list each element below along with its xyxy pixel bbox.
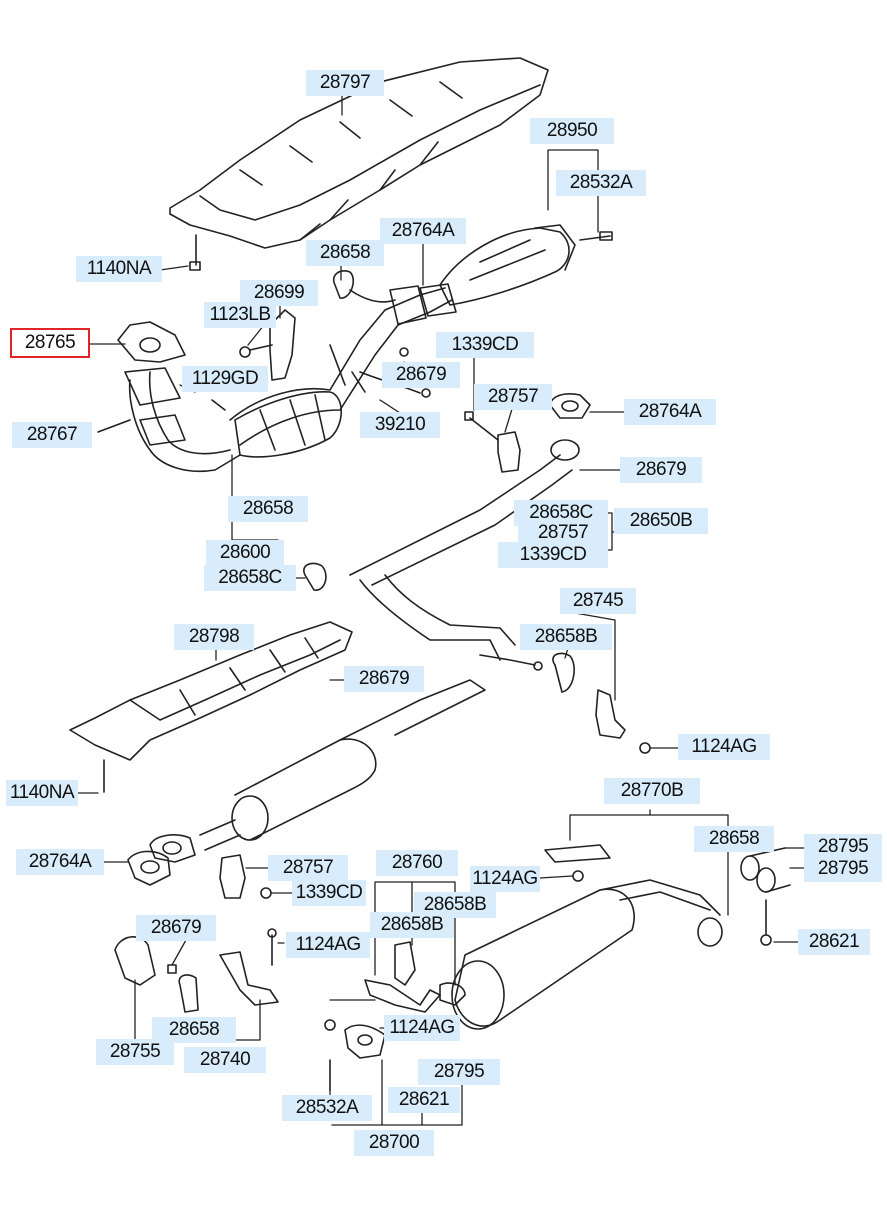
callout-28795-b[interactable]: 28795 <box>804 856 882 882</box>
callout-1339cd-right[interactable]: 1339CD <box>498 542 608 568</box>
heat-shield-upper <box>169 57 549 271</box>
leader-lines <box>77 95 806 1126</box>
callout-28679-mid[interactable]: 28679 <box>382 362 460 388</box>
manifold-downpipe <box>97 321 241 473</box>
callout-1129gd[interactable]: 1129GD <box>182 366 268 392</box>
callout-28600[interactable]: 28600 <box>206 540 284 566</box>
callout-28658b-bottom[interactable]: 28658B <box>414 892 496 918</box>
callout-28658b-mid[interactable]: 28658B <box>520 624 612 650</box>
center-muffler <box>149 679 486 863</box>
bracket-28757 <box>464 411 521 473</box>
callout-28740[interactable]: 28740 <box>184 1047 266 1073</box>
rear-muffler <box>451 844 723 1030</box>
callout-28950[interactable]: 28950 <box>530 118 614 144</box>
callout-28700[interactable]: 28700 <box>354 1130 434 1156</box>
callout-28679-right[interactable]: 28679 <box>620 457 702 483</box>
callout-28621-right[interactable]: 28621 <box>798 929 870 955</box>
bracket-28699 <box>211 309 296 411</box>
callout-28658-left[interactable]: 28658 <box>228 496 308 522</box>
callout-28757-bottom[interactable]: 28757 <box>268 855 348 881</box>
callout-28765[interactable]: 28765 <box>10 328 90 358</box>
callout-28650b[interactable]: 28650B <box>614 508 708 534</box>
hanger-top <box>332 270 409 357</box>
bracket-28757-bottom <box>219 854 272 899</box>
catalytic-converter <box>439 224 613 306</box>
gasket-28764a <box>549 393 591 419</box>
callout-28757-right[interactable]: 28757 <box>518 520 608 546</box>
callout-28699[interactable]: 28699 <box>240 280 318 306</box>
callout-28658b-bottom2[interactable]: 28658B <box>370 912 454 938</box>
callout-1123lb[interactable]: 1123LB <box>204 302 276 328</box>
bracket-28740 <box>219 928 279 1006</box>
callout-28621-bottom[interactable]: 28621 <box>388 1087 460 1113</box>
bracket-28755 <box>114 936 177 986</box>
callout-1124ag-right[interactable]: 1124AG <box>678 734 770 760</box>
callout-28797[interactable]: 28797 <box>306 70 384 96</box>
callout-28795-a[interactable]: 28795 <box>804 834 882 860</box>
callout-28770b[interactable]: 28770B <box>604 778 700 804</box>
callout-28679-bottom[interactable]: 28679 <box>136 915 216 941</box>
callout-1124ag-bottom[interactable]: 1124AG <box>384 1015 460 1041</box>
bracket-28760 <box>324 941 466 1091</box>
callout-28757-top[interactable]: 28757 <box>474 384 552 410</box>
callout-28532a-bottom[interactable]: 28532A <box>282 1095 372 1121</box>
center-pipe <box>349 439 580 671</box>
callout-28764a-bottom[interactable]: 28764A <box>16 849 104 875</box>
hanger-28658c <box>303 562 327 591</box>
callout-28798[interactable]: 28798 <box>174 624 254 650</box>
heat-shield-lower <box>69 621 353 793</box>
callout-28764a-right[interactable]: 28764A <box>624 399 716 425</box>
callout-28764a-top[interactable]: 28764A <box>380 218 466 244</box>
hanger-28745 <box>552 652 651 754</box>
callout-1124ag-tail[interactable]: 1124AG <box>470 866 540 892</box>
callout-39210[interactable]: 39210 <box>360 412 440 438</box>
callout-28755[interactable]: 28755 <box>96 1039 174 1065</box>
callout-28795-bottom[interactable]: 28795 <box>418 1059 500 1085</box>
callout-1124ag-mid[interactable]: 1124AG <box>286 932 370 958</box>
callout-28532a-top[interactable]: 28532A <box>556 170 646 196</box>
front-catalytic <box>234 391 342 458</box>
callout-1140na-top[interactable]: 1140NA <box>76 256 162 282</box>
callout-28658-tail[interactable]: 28658 <box>694 826 774 852</box>
callout-1339cd-bottom[interactable]: 1339CD <box>292 880 366 906</box>
gasket-28764a-bottom <box>127 850 171 886</box>
callout-28658c-left[interactable]: 28658C <box>204 565 296 591</box>
tail-pipes <box>740 847 791 946</box>
callout-28679-heat[interactable]: 28679 <box>344 666 424 692</box>
callout-28760[interactable]: 28760 <box>376 850 458 876</box>
callout-28658-top[interactable]: 28658 <box>306 240 384 266</box>
callout-28745[interactable]: 28745 <box>560 588 636 614</box>
callout-28658-bottom[interactable]: 28658 <box>152 1017 236 1043</box>
callout-28767[interactable]: 28767 <box>12 422 92 448</box>
hanger-28658-bottom <box>178 974 199 1013</box>
callout-1339cd-top[interactable]: 1339CD <box>436 332 534 358</box>
callout-1140na-bot[interactable]: 1140NA <box>6 780 78 806</box>
